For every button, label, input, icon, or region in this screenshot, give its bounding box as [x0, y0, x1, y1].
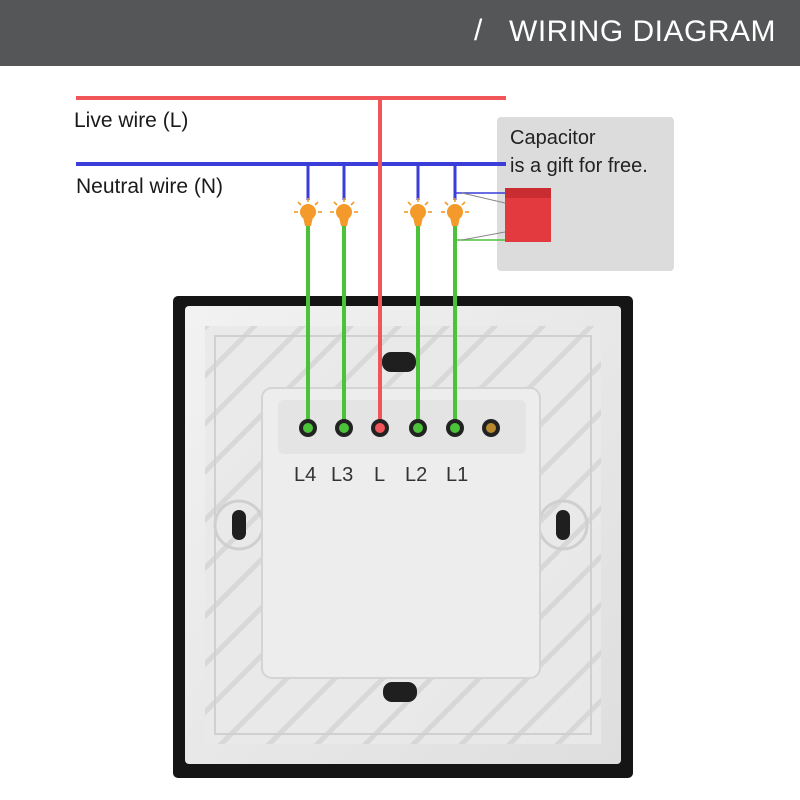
terminal-label: L4 [294, 464, 316, 486]
terminal-label: L1 [446, 464, 468, 486]
bulb-icon [441, 198, 469, 226]
terminal-label: L [374, 464, 385, 486]
header-bar: / WIRING DIAGRAM [0, 0, 800, 66]
bottom-tab [383, 682, 417, 702]
terminal-label: L3 [331, 464, 353, 486]
bulb-icon [404, 198, 432, 226]
terminal-screws [299, 419, 500, 437]
terminal-label: L2 [405, 464, 427, 486]
mount-slot-right [556, 510, 570, 540]
live-wire-label: Live wire (L) [74, 109, 189, 132]
terminal-block [261, 387, 541, 679]
page-title: WIRING DIAGRAM [509, 15, 776, 48]
bulb-icon [294, 198, 322, 226]
header-slash: / [474, 14, 483, 47]
capacitor-note: is a gift for free. [510, 155, 648, 177]
neutral-wire-label: Neutral wire (N) [76, 175, 224, 198]
bulb-icon [330, 198, 358, 226]
mount-slot-left [232, 510, 246, 540]
capacitor-title: Capacitor [510, 127, 596, 149]
top-tab [382, 352, 416, 372]
